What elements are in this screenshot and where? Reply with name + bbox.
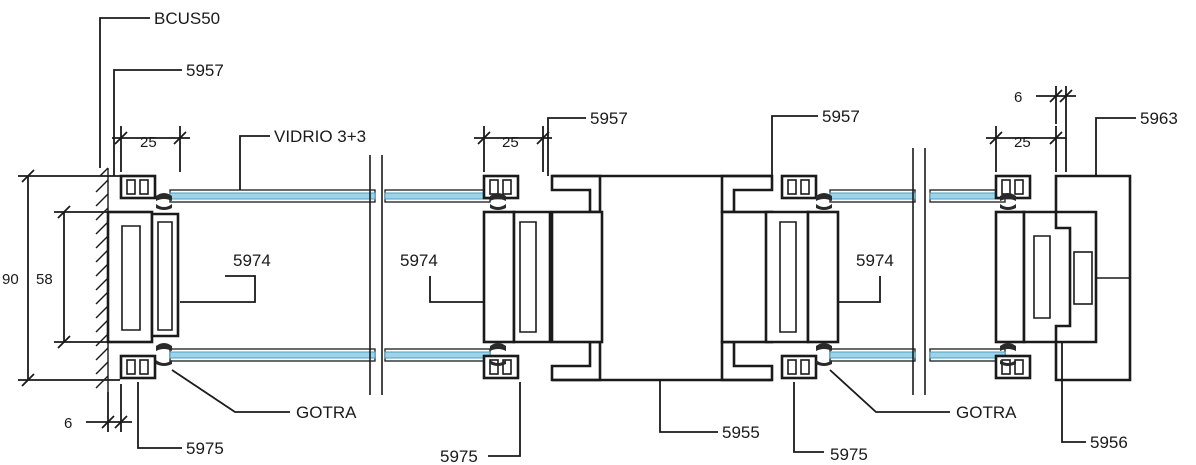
label-bcus50: BCUS50	[154, 9, 220, 28]
dim-25-right: 25	[1014, 134, 1031, 151]
dim-6-bottom: 6	[64, 415, 72, 432]
profile-center-left	[482, 174, 552, 380]
label-5975-b: 5975	[440, 447, 478, 465]
label-5955: 5955	[722, 423, 760, 442]
label-5963: 5963	[1140, 109, 1178, 128]
part-labels: BCUS50 5957 VIDRIO 3+3 5957 5957 5963 59…	[154, 9, 1178, 465]
wall-hatch	[95, 167, 109, 392]
label-5975-c: 5975	[830, 445, 868, 464]
profile-right-jamb	[994, 174, 1132, 382]
dim-6-top: 6	[1014, 89, 1022, 106]
label-gotra-a: GOTRA	[296, 403, 357, 422]
dimension-lines	[18, 86, 1076, 432]
leader-lines	[99, 17, 1136, 457]
label-5974-a: 5974	[233, 251, 271, 270]
break-lines	[369, 148, 926, 395]
profile-center-right	[764, 174, 840, 380]
dim-58: 58	[36, 271, 53, 288]
dim-25-left: 25	[140, 134, 157, 151]
label-5956: 5956	[1090, 433, 1128, 452]
label-gotra-b: GOTRA	[956, 403, 1017, 422]
dim-25-center: 25	[502, 134, 519, 151]
label-5957-mid: 5957	[590, 109, 628, 128]
label-5974-c: 5974	[856, 251, 894, 270]
label-5974-b: 5974	[400, 251, 438, 270]
dimension-labels: 25 25 25 6 6 90 58	[2, 89, 1031, 432]
label-5957-right: 5957	[822, 107, 860, 126]
label-5975-a: 5975	[186, 439, 224, 458]
profile-left-jamb	[106, 174, 180, 380]
dim-90: 90	[2, 271, 19, 288]
mullion-5955	[550, 174, 774, 382]
label-vidrio: VIDRIO 3+3	[274, 127, 366, 146]
glass-panes	[169, 189, 1006, 362]
label-5957-left: 5957	[186, 61, 224, 80]
